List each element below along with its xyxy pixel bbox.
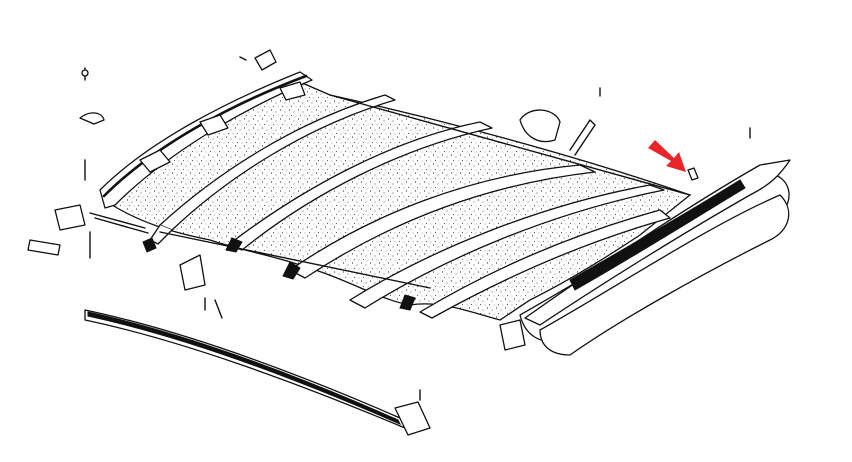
spring bbox=[142, 237, 157, 253]
nut bbox=[81, 69, 89, 77]
hardware-parts bbox=[27, 49, 751, 319]
canvas-top bbox=[110, 81, 692, 321]
highlight-arrow bbox=[648, 140, 686, 172]
hinge-bracket bbox=[254, 49, 277, 71]
rod bbox=[89, 212, 149, 234]
rear-bow-rolled bbox=[499, 159, 791, 356]
strap bbox=[569, 119, 596, 156]
roof-bow-1 bbox=[149, 94, 396, 245]
roof-bow-3 bbox=[282, 164, 596, 280]
weatherstrip-seal bbox=[84, 309, 431, 436]
front-header-bow bbox=[99, 71, 313, 209]
roof-bow-4 bbox=[349, 184, 665, 311]
mounting-plate bbox=[54, 204, 86, 231]
latch-hook bbox=[79, 112, 105, 125]
side-rail bbox=[159, 94, 691, 289]
strap-plate bbox=[27, 239, 61, 256]
highlighted-fastener bbox=[687, 167, 699, 181]
tension-roll bbox=[519, 109, 561, 143]
bracket bbox=[179, 254, 206, 291]
roof-bow-5 bbox=[419, 209, 671, 319]
